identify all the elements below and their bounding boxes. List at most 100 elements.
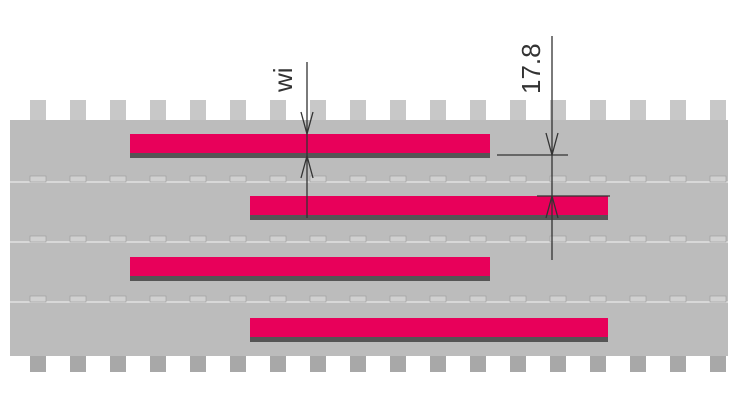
bottom-tooth [670, 352, 686, 372]
hinge-slot [509, 175, 527, 183]
belt-rows [10, 175, 728, 303]
hinge-slot [149, 295, 167, 303]
hinge-slot [149, 175, 167, 183]
hinge-slot [349, 295, 367, 303]
hinge-slot [669, 235, 687, 243]
hinge-slot [589, 235, 607, 243]
insert-bar [250, 196, 608, 215]
hinge-slot [29, 235, 47, 243]
hinge-slot [309, 295, 327, 303]
hinge-slot [229, 175, 247, 183]
bottom-tooth [710, 352, 726, 372]
hinge-slot [109, 175, 127, 183]
hinge-slot [189, 295, 207, 303]
hinge-slot [389, 295, 407, 303]
bottom-tooth [30, 352, 46, 372]
hinge-slot [309, 235, 327, 243]
hinge-slot [309, 175, 327, 183]
top-tooth [230, 100, 246, 122]
hinge-slot [229, 235, 247, 243]
hinge-slot [469, 295, 487, 303]
bottom-tooth [390, 352, 406, 372]
hinge-slot [429, 295, 447, 303]
dimension-label-17-8: 17.8 [516, 43, 546, 94]
top-tooth [550, 100, 566, 122]
hinge-slot [669, 295, 687, 303]
hinge-slot [269, 295, 287, 303]
top-tooth [670, 100, 686, 122]
arrow-up-icon [300, 153, 314, 179]
top-tooth [390, 100, 406, 122]
hinge-slot [469, 235, 487, 243]
bottom-tooth [630, 352, 646, 372]
bottom-tooth [510, 352, 526, 372]
top-tooth [190, 100, 206, 122]
top-tooth [150, 100, 166, 122]
bottom-tooth [350, 352, 366, 372]
arrow-down-icon [545, 132, 559, 158]
hinge-slot [709, 235, 727, 243]
hinge-slot [589, 295, 607, 303]
bottom-tooth [190, 352, 206, 372]
top-tooth [350, 100, 366, 122]
hinge-slot [469, 175, 487, 183]
dimension-label-wi: wi [268, 67, 298, 93]
hinge-slot [349, 235, 367, 243]
hinge-slot [29, 295, 47, 303]
arrow-down-icon [300, 111, 314, 137]
bottom-tooth [470, 352, 486, 372]
hinge-slot [29, 175, 47, 183]
insert-bars [130, 134, 608, 342]
top-tooth [270, 100, 286, 122]
bottom-tooth [590, 352, 606, 372]
top-tooth [110, 100, 126, 122]
hinge-slot [269, 175, 287, 183]
top-tooth [70, 100, 86, 122]
top-tooth [590, 100, 606, 122]
hinge-slot [709, 175, 727, 183]
top-tooth [430, 100, 446, 122]
hinge-slot [509, 295, 527, 303]
hinge-slot [389, 235, 407, 243]
bottom-tooth [230, 352, 246, 372]
bottom-tooth [310, 352, 326, 372]
hinge-slot [429, 175, 447, 183]
dimension-wi [300, 62, 314, 218]
hinge-slot [429, 235, 447, 243]
top-tooth [710, 100, 726, 122]
dimension-17-8 [497, 36, 610, 260]
hinge-slot [349, 175, 367, 183]
hinge-slot [709, 295, 727, 303]
hinge-slot [509, 235, 527, 243]
hinge-slot [109, 295, 127, 303]
hinge-slot [109, 235, 127, 243]
insert-bar [130, 134, 490, 153]
bottom-tooth [270, 352, 286, 372]
hinge-slot [189, 235, 207, 243]
bottom-tooth [550, 352, 566, 372]
hinge-slot [189, 175, 207, 183]
insert-bar [250, 318, 608, 337]
hinge-slot [389, 175, 407, 183]
bottom-tooth [110, 352, 126, 372]
top-tooth [510, 100, 526, 122]
hinge-slot [549, 295, 567, 303]
bottom-tooth [430, 352, 446, 372]
hinge-slot [549, 175, 567, 183]
hinge-slot [669, 175, 687, 183]
arrow-up-icon [545, 193, 559, 219]
top-tooth [310, 100, 326, 122]
bottom-tooth [70, 352, 86, 372]
belt-body [10, 120, 728, 356]
hinge-slot [629, 295, 647, 303]
top-tooth [630, 100, 646, 122]
hinge-slot [69, 235, 87, 243]
hinge-slot [629, 235, 647, 243]
hinge-slot [229, 295, 247, 303]
top-tooth [30, 100, 46, 122]
insert-bar [130, 257, 490, 276]
bottom-tooth [150, 352, 166, 372]
hinge-slot [69, 175, 87, 183]
